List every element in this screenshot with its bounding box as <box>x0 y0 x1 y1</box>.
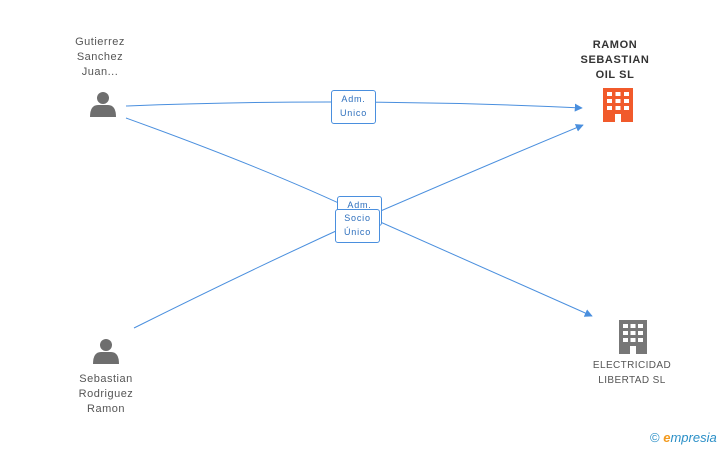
edge-label-socio-unico: Socio Único <box>335 209 380 243</box>
empresia-logo[interactable]: © empresia <box>650 430 717 445</box>
person-icon[interactable] <box>93 339 119 364</box>
brand-initial: e <box>663 430 671 445</box>
building-icon[interactable] <box>603 88 633 122</box>
person-name-sebastian[interactable]: Sebastian Rodriguez Ramon <box>78 373 134 415</box>
edge-label-adm-unico: Adm. Unico <box>331 90 376 124</box>
company-name-ramon-sebastian[interactable]: RAMON SEBASTIAN OIL SL <box>580 39 650 81</box>
person-icon[interactable] <box>90 92 116 117</box>
person-name-gutierrez[interactable]: Gutierrez Sanchez Juan... <box>75 36 125 78</box>
brand-name: mpresia <box>670 430 717 445</box>
copyright-symbol: © <box>650 430 660 445</box>
company-name-electricidad[interactable]: ELECTRICIDAD LIBERTAD SL <box>592 360 672 386</box>
building-icon[interactable] <box>619 320 647 354</box>
